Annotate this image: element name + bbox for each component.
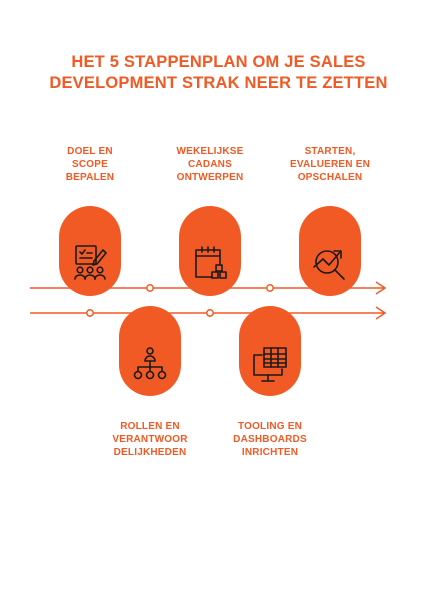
timeline-upper [30,281,387,295]
step-3-label: WEKELIJKSE CADANS ONTWERPEN [176,146,244,183]
page-title: HET 5 STAPPENPLAN OM JE SALES DEVELOPMEN… [49,53,388,92]
step-4-label: TOOLING EN DASHBOARDS INRICHTEN [233,421,307,458]
growth-search-icon [310,243,350,283]
step-1-label: DOEL EN SCOPE BEPALEN [65,146,115,183]
org-chart-icon [130,345,170,385]
calendar-icon [190,243,230,283]
dashboard-monitor-icon [250,345,290,385]
step-2-label: ROLLEN EN VERANTWOOR DELIJKHEDEN [112,421,188,458]
checklist-team-icon [70,243,110,283]
step-3-circle [179,206,241,296]
timeline-nodes [86,284,274,317]
step-5-label: STARTEN, EVALUEREN EN OPSCHALEN [289,146,370,183]
